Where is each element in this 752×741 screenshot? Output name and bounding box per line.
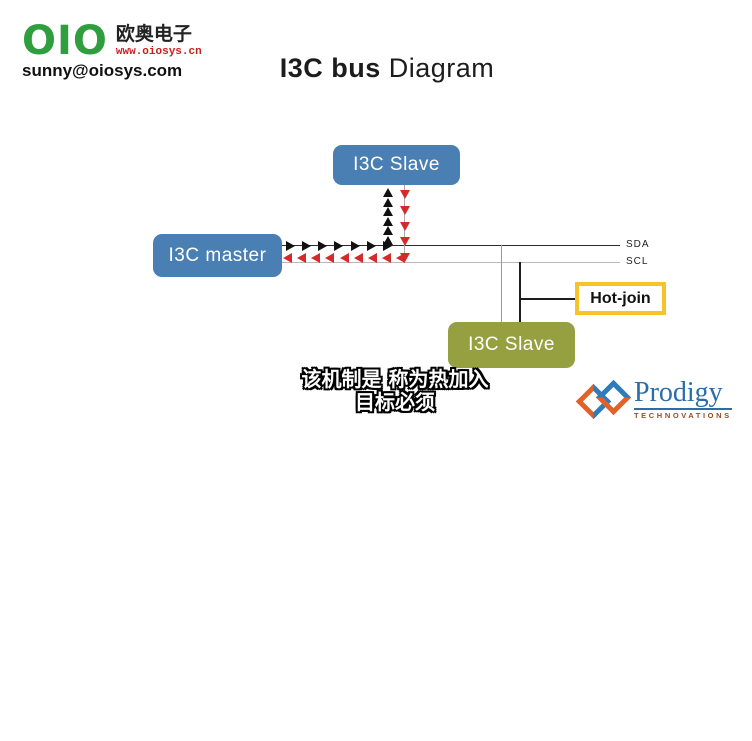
bus-to-slave-arrows-icon (382, 188, 393, 245)
bus-to-master-arrows-icon (283, 252, 405, 263)
hotjoin-connector-line (521, 298, 575, 300)
page-title: I3C bus Diagram (0, 53, 752, 84)
master-to-bus-arrows-icon (286, 240, 392, 251)
vendor-logo-block: OIO 欧奥电子 www.oiosys.cn sunny@oiosys.com (22, 18, 202, 80)
prodigy-name: Prodigy (634, 377, 723, 408)
sda-bus-line (282, 245, 620, 246)
i3c-master-label: I3C master (168, 244, 267, 266)
i3c-slave-bottom-node: I3C Slave (448, 322, 575, 368)
vendor-company-name: 欧奥电子 (115, 24, 192, 45)
prodigy-tagline: TECHNOVATIONS (634, 408, 732, 420)
scl-label: SCL (626, 256, 649, 267)
prodigy-infinity-icon (575, 379, 632, 420)
sda-label: SDA (626, 239, 650, 250)
vendor-website: www.oiosys.cn (115, 46, 202, 58)
caption-line-1: 该机制是 称为热加入 (301, 367, 489, 391)
i3c-master-node: I3C master (153, 234, 282, 277)
oio-logo-icon: OIO (22, 18, 108, 64)
i3c-slave-bottom-label: I3C Slave (468, 334, 555, 355)
scl-bus-line (282, 262, 620, 263)
i3c-slave-top-label: I3C Slave (353, 154, 440, 175)
caption-subtitle: 该机制是 称为热加入 目标必须 (240, 368, 550, 414)
vendor-email: sunny@oiosys.com (22, 61, 183, 80)
caption-line-2: 目标必须 (355, 390, 435, 414)
hot-join-node: Hot-join (575, 282, 666, 315)
page-title-regular: Diagram (380, 53, 495, 83)
page-title-bold: I3C bus (279, 53, 381, 83)
scl-drop-line (519, 262, 521, 322)
sda-drop-line (501, 245, 502, 322)
slave-to-bus-arrows-icon (399, 190, 410, 262)
i3c-slave-top-node: I3C Slave (333, 145, 460, 185)
prodigy-logo-block: Prodigy TECHNOVATIONS (575, 377, 732, 420)
hot-join-label: Hot-join (590, 289, 651, 307)
